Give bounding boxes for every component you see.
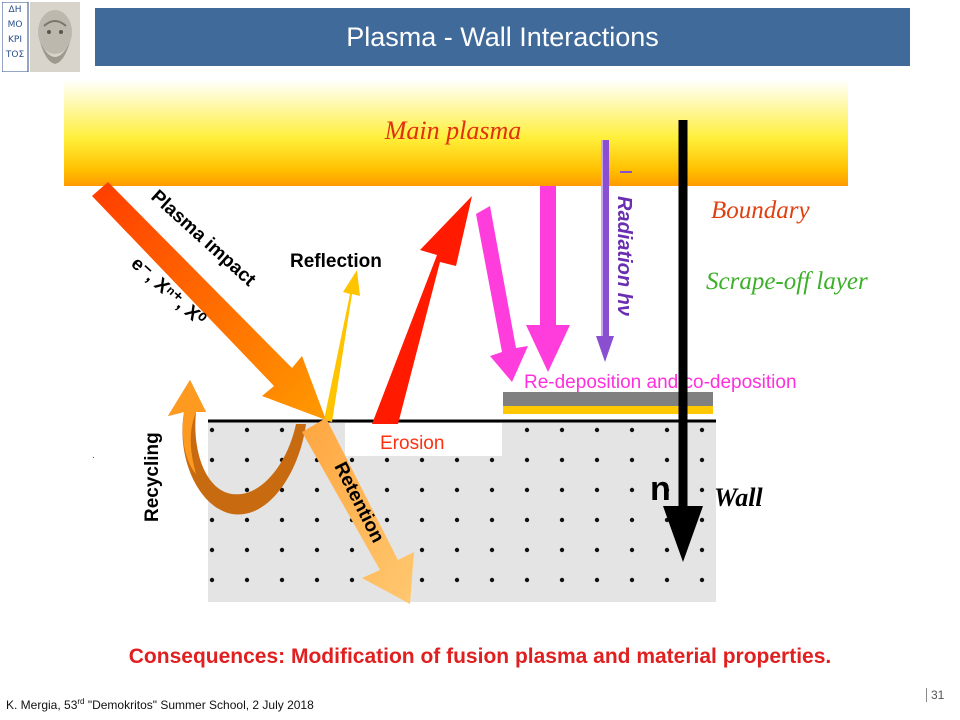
footer-author: K. Mergia, 53 [6,698,78,712]
footer-sup: rd [77,697,85,706]
svg-text:ΤΟΣ: ΤΟΣ [5,50,25,60]
redeposition-layer-gray [503,392,713,406]
normal-label: n [650,470,671,508]
reflection-arrow [324,270,360,422]
redeposition-layer-yellow [503,406,713,414]
erosion-arrow-red [372,196,472,424]
title-bar: Plasma - Wall Interactions [95,8,910,66]
boundary-label: Boundary [711,197,811,224]
stray-dot: . [92,450,95,461]
scrape-off-layer-label: Scrape-off layer [706,268,868,295]
main-plasma-band [64,80,848,186]
magenta-arrow-angled [476,206,528,382]
radiation-label: Radiation hν [613,196,635,316]
erosion-notch [345,423,502,456]
retention-arrow [302,418,414,604]
svg-text:ΜΟ: ΜΟ [8,20,23,30]
erosion-label: Erosion [380,433,444,454]
svg-text:ΚΡΙ: ΚΡΙ [8,35,22,45]
radiation-arrow-head [596,336,614,362]
main-plasma-label: Main plasma [384,116,522,145]
demokritos-logo: ΔΗ ΜΟ ΚΡΙ ΤΟΣ [1,1,80,73]
footer-event: "Demokritos" Summer School, 2 July 2018 [84,698,314,712]
recycling-arrow [168,380,306,515]
plasma-impact-arrow [92,182,326,420]
magenta-arrow-straight [526,186,570,372]
consequences-text: Consequences: Modification of fusion pla… [128,645,832,668]
page-number: 31 [926,688,944,702]
footer-citation: K. Mergia, 53rd "Demokritos" Summer Scho… [6,697,314,712]
reflection-label: Reflection [290,251,382,272]
normal-arrow-head [663,506,703,562]
wall-label: Wall [714,483,763,512]
redeposition-label: Re-deposition and co-deposition [524,372,797,393]
page-title: Plasma - Wall Interactions [346,21,659,52]
recycling-label: Recycling [142,432,163,522]
svg-text:ΔΗ: ΔΗ [9,5,22,15]
